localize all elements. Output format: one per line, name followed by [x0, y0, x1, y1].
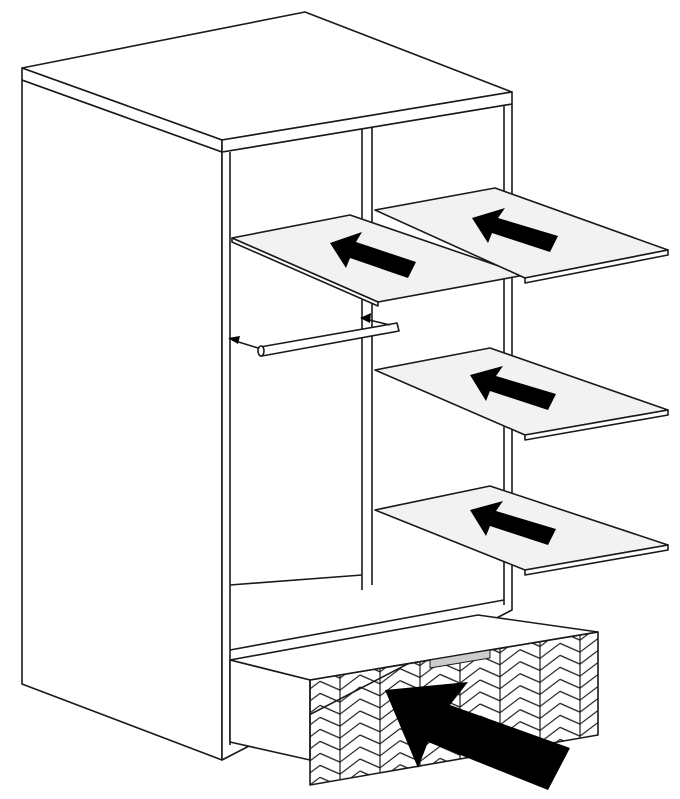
shelf-right-middle: [374, 347, 669, 441]
shelf-left-top: [231, 214, 526, 307]
arrow-icon: [470, 366, 556, 410]
shelf-right-top: [374, 187, 669, 284]
left-side-panel: [21, 79, 223, 761]
drawer-handle: [429, 649, 491, 669]
arrow-icon: [330, 232, 416, 278]
arrow-icon: [470, 501, 556, 545]
hanging-rail: [228, 313, 400, 357]
arrow-icon: [228, 336, 240, 344]
shelf-right-bottom: [374, 485, 669, 576]
drawer: [229, 614, 599, 790]
arrow-icon: [360, 313, 371, 323]
arrow-icon: [385, 682, 570, 790]
arrow-icon: [472, 208, 558, 252]
